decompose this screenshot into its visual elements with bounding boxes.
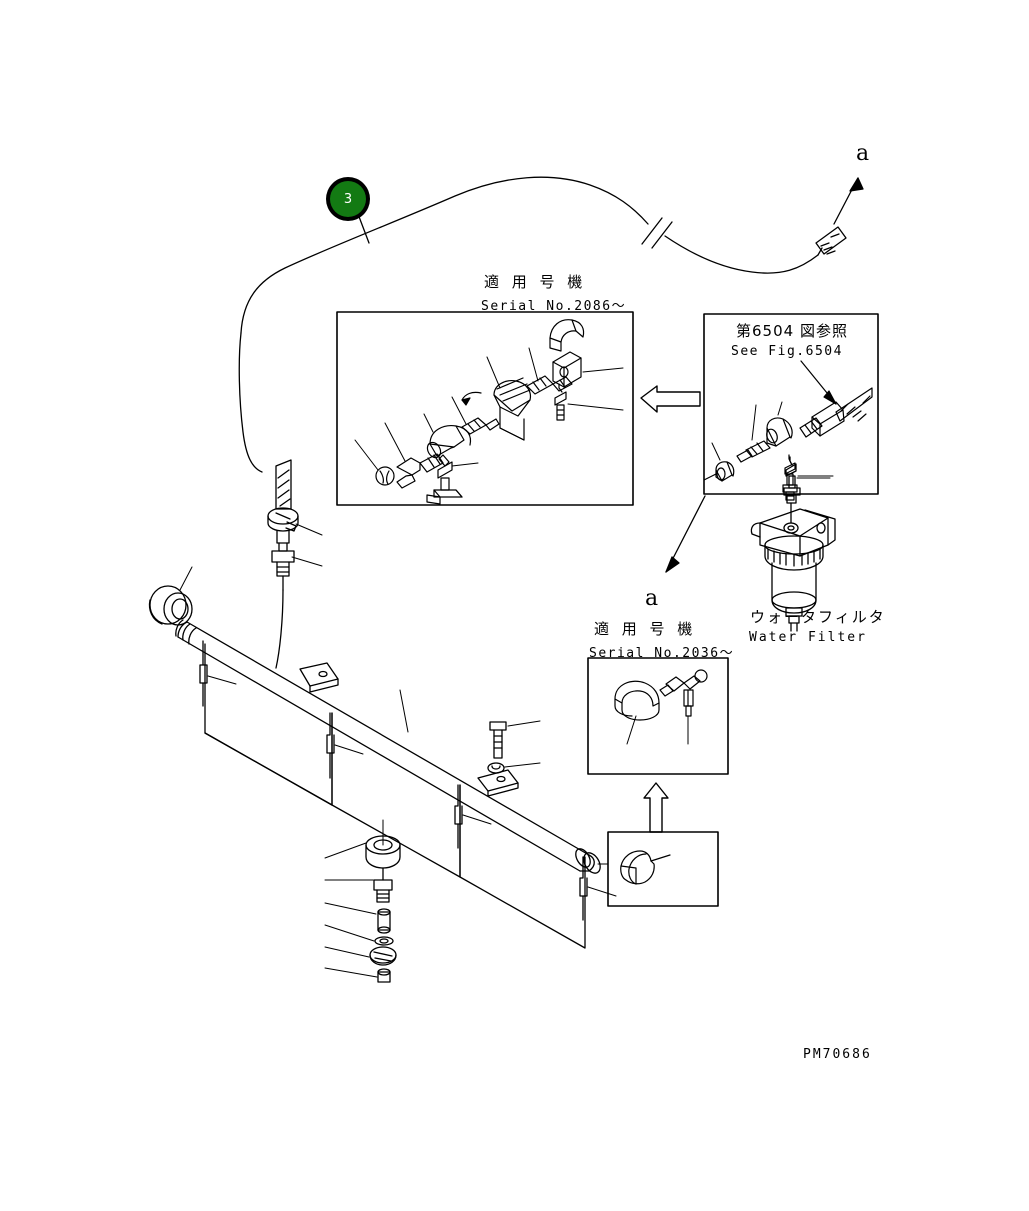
leader-lines-nozzle-stack [324,842,378,978]
boom-mount-plate [477,769,519,797]
inset-2086-title-jp: 適 用 号 機 [484,273,587,291]
balloon-3-leader [357,213,370,244]
inset-box-serial-2036 [587,657,729,775]
inset-box-plug-cap [607,831,719,907]
inset-2036-contents [614,669,708,721]
supply-hose-line [238,176,819,473]
water-filter-label-jp: ウォータフィルタ [750,608,886,626]
boom-end-bushing [148,585,193,626]
water-filter-assembly [750,456,836,632]
callout-balloon-3[interactable] [326,177,370,221]
drawing-number: PM70686 [803,1047,872,1062]
leader-lines-left-fittings [291,523,323,567]
inset-box-serial-2086 [336,311,634,506]
boom-bracket-plate [299,662,339,693]
spray-bar-boom [175,619,601,874]
spray-bar-flaps [204,643,586,949]
inset-6504-contents [703,360,873,501]
section-mark-a-top-right: a [856,141,870,166]
inset-2086-contents [375,319,585,505]
inset-6504-title-en: See Fig.6504 [731,344,843,359]
leader-lines-bolt [504,720,541,768]
inset-2036-title-en: Serial No.2036〜 [589,646,735,661]
callout-balloon-3-number: 3 [343,191,353,207]
leader-lines-flaps [207,675,617,897]
inset-2036-leader-lines [626,715,689,745]
inset-2086-leader-lines [354,347,624,471]
section-a-arrow-middle [665,495,706,573]
hose-end-left [275,459,292,510]
section-a-arrow-top-right [833,177,864,225]
section-mark-a-middle: a [645,586,659,611]
water-filter-label-en: Water Filter [749,630,867,645]
arrow-inset-2036-up [643,782,669,833]
flap-hangers [199,640,588,921]
arrow-inset-2086-left [640,385,701,413]
inset-6504-leader-lines [711,401,831,479]
inset-box-see-fig-6504 [703,313,879,495]
inset-6504-title-jp: 第6504 図参照 [736,322,848,340]
hose-clamp [267,507,299,532]
inset-2086-title-en: Serial No.2086〜 [481,299,627,314]
nozzle-hardware-stack [365,835,401,983]
inset-2036-title-jp: 適 用 号 機 [594,620,697,638]
hose-nipple-fitting [271,530,295,669]
leader-line-bushing [179,566,193,591]
inset-plug-cap-contents [620,850,671,885]
hose-end-fitting-top-right [815,226,847,256]
boom-bolt [489,721,507,759]
